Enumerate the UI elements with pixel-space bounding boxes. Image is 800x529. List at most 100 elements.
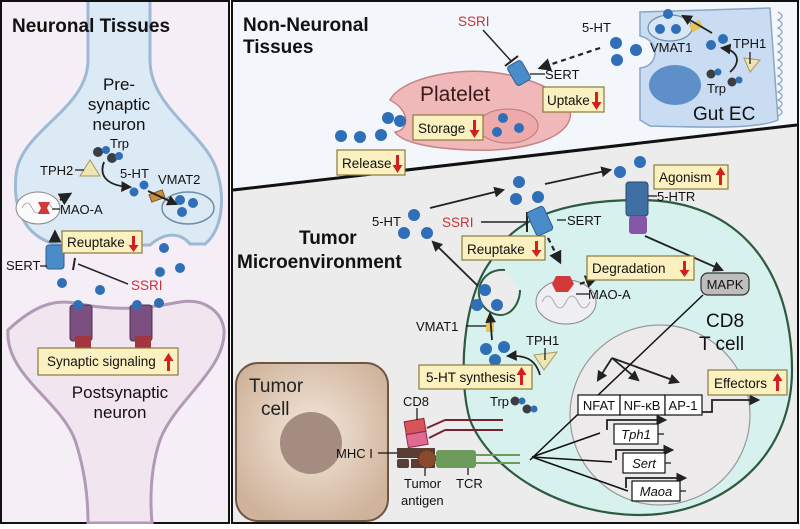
ssri-inhibition-bar (72, 257, 76, 271)
tf-label: AP-1 (669, 398, 698, 413)
serotonin-molecule (479, 284, 491, 296)
serotonin-molecule (498, 341, 510, 353)
non-neuronal-title-2: Tissues (243, 37, 313, 58)
increase-arrow-icon (772, 373, 783, 391)
tcr-molecule (436, 450, 476, 468)
serotonin-molecule (154, 298, 164, 308)
postsynaptic-label-2: neuron (94, 403, 147, 422)
maoa-label: MAO-A (60, 202, 103, 217)
storage-text: Storage (418, 121, 465, 136)
sert-label: SERT (567, 213, 601, 228)
cd8-tcell-label-2: T cell (699, 334, 744, 355)
vmat2-label: VMAT2 (158, 172, 200, 187)
decrease-arrow-icon (128, 236, 139, 252)
decrease-arrow-icon (531, 241, 542, 257)
synthesis-arrow (101, 161, 133, 192)
serotonin-molecule (489, 354, 501, 366)
tumor-antigen-icon (417, 449, 437, 469)
ht-label: 5-HT (120, 166, 149, 181)
serotonin-molecule (471, 299, 483, 311)
region-divider (232, 123, 798, 192)
platelet-granule (477, 108, 539, 144)
gene-branch-lines (531, 432, 629, 492)
gene-label: Tph1 (621, 427, 651, 442)
tph1-enzyme-icon (743, 57, 761, 73)
serotonin-molecule (382, 112, 394, 124)
sert-transporter-icon (526, 205, 554, 237)
release-indicator: Release (336, 149, 406, 176)
synaptic-signaling-text: Synaptic signaling (47, 354, 156, 369)
serotonin-molecule (480, 343, 492, 355)
mitochondrion-cristae (541, 295, 591, 309)
tf-box-nfkb: NF-κB (619, 394, 666, 416)
synaptic-vesicle (161, 191, 215, 225)
increase-arrow-icon (715, 167, 726, 185)
decrease-arrow-icon (392, 155, 403, 173)
agonism-box (653, 164, 729, 190)
trp-molecule (93, 147, 103, 157)
ssri-label: SSRI (458, 14, 490, 29)
serotonin-molecule (614, 166, 626, 178)
release-text: Release (342, 156, 392, 171)
agonism-text: Agonism (659, 170, 712, 185)
vmat1-transporter-icon (688, 19, 704, 33)
synthesis-text: 5-HT synthesis (426, 370, 516, 385)
postsynaptic-receptor (69, 300, 93, 348)
decrease-arrow-icon (679, 261, 690, 277)
effectors-text: Effectors (714, 376, 767, 391)
trp-label: Trp (110, 136, 129, 151)
trp-molecule (714, 68, 722, 76)
serotonin-molecule (175, 195, 185, 205)
vesicle-loading-arrow (485, 311, 497, 341)
agonism-indicator: Agonism (653, 164, 729, 190)
serotonin-molecule (498, 113, 508, 123)
serotonin-molecule (514, 123, 524, 133)
effectors-indicator: Effectors (707, 369, 788, 396)
sert-label: SERT (6, 258, 40, 273)
reuptake-text: Reuptake (67, 235, 125, 250)
ssri-label: SSRI (131, 278, 163, 293)
sert-label: SERT (545, 67, 579, 82)
trp-molecule (518, 397, 526, 405)
reuptake-box (461, 235, 546, 261)
serotonin-molecule (95, 285, 105, 295)
presynaptic-label-3: neuron (93, 115, 146, 134)
synthesis-arrow (719, 43, 738, 73)
uptake-text: Uptake (547, 93, 590, 108)
tph1-label: TPH1 (526, 333, 559, 348)
gut-ec-vesicle (647, 14, 693, 42)
vmat1-label: VMAT1 (416, 319, 458, 334)
serotonin-molecule (634, 156, 646, 168)
cd8-coreceptor (403, 417, 503, 449)
trp-molecule (510, 396, 520, 406)
serotonin-molecule (159, 243, 169, 253)
synaptic-signaling-indicator: Synaptic signaling (37, 347, 179, 376)
serotonin-molecule (718, 34, 728, 44)
serotonin-molecule (491, 299, 503, 311)
trp-label: Trp (490, 394, 509, 409)
degradation-text: Degradation (592, 261, 666, 276)
effectors-box (707, 369, 788, 396)
tumor-title-1: Tumor (299, 228, 357, 249)
gene-sert: Sert (615, 444, 675, 474)
tph1-label: TPH1 (733, 36, 766, 51)
presynaptic-label-2: synaptic (88, 95, 151, 114)
decrease-arrow-icon (591, 92, 602, 110)
trp-label: Trp (707, 81, 726, 96)
synaptic-signaling-box (37, 347, 179, 376)
serotonin-molecule (375, 129, 387, 141)
tumor-antigen-label-1: Tumor (404, 476, 442, 491)
trp-molecule (706, 69, 716, 79)
serotonin-molecule (408, 209, 420, 221)
tumor-panel: Tumor Microenvironment CD8 T cell 5-HT S… (235, 156, 794, 522)
tf-label: NF-κB (624, 398, 661, 413)
storage-box (412, 114, 484, 141)
release-arrow (431, 240, 479, 287)
serotonin-molecule (610, 37, 622, 49)
reuptake-box (61, 230, 143, 254)
decrease-arrow-icon (469, 120, 480, 138)
tumor-nucleus (280, 412, 342, 474)
5htr-receptor-icon (625, 181, 649, 217)
serotonin-molecule (129, 187, 139, 197)
